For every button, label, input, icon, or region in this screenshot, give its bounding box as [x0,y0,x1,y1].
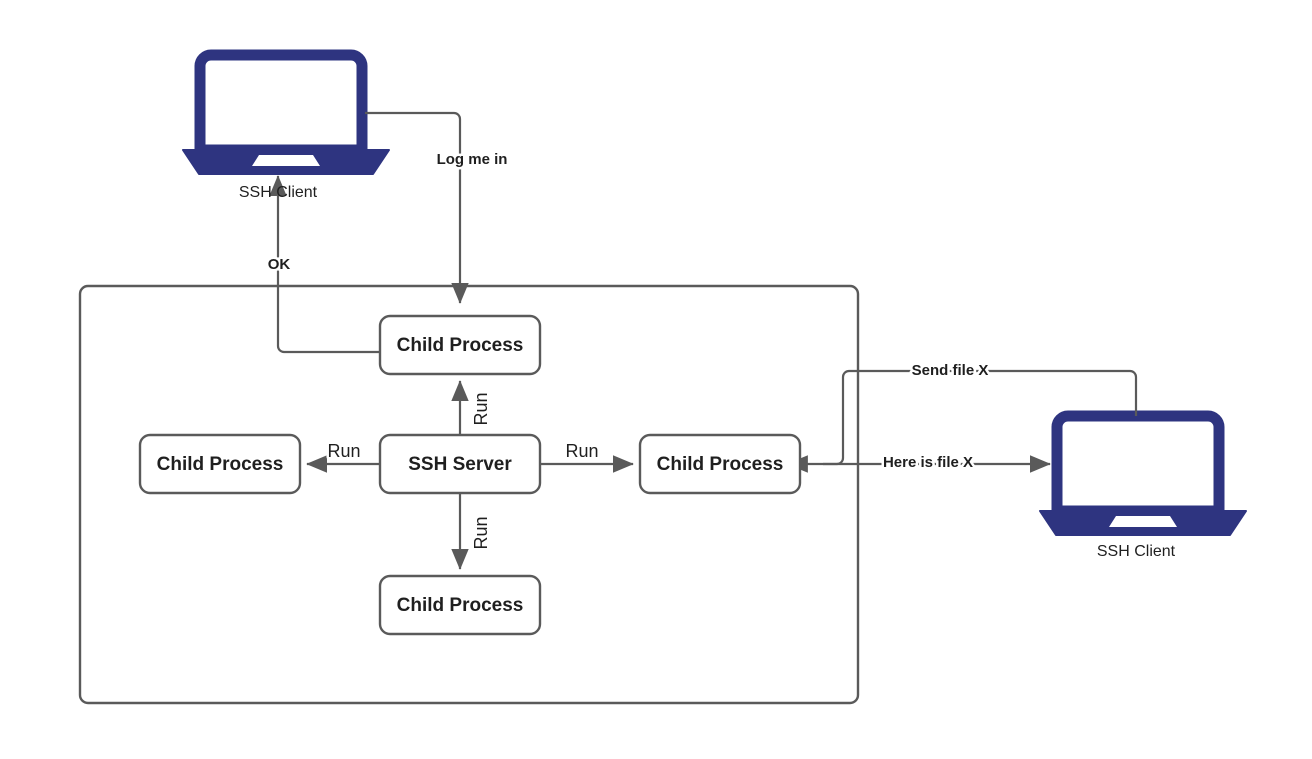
ssh-client-right-label: SSH Client [1097,543,1176,560]
node-ssh-server[interactable]: SSH Server [378,433,542,495]
edge-ok [269,175,380,354]
edge-label-here-is-file-x: Here is file X [883,454,973,471]
node-child-process-bottom[interactable]: Child Process [378,574,542,636]
ssh-client-left [182,49,390,175]
laptop-screen-left [194,49,368,156]
child-process-left-label: Child Process [157,454,284,475]
child-process-bottom-label: Child Process [397,595,524,616]
laptop-screen-right [1051,410,1225,517]
node-child-process-left[interactable]: Child Process [138,433,302,495]
edge-label-run-up: Run [471,392,491,425]
edge-log-me-in [365,111,469,304]
ssh-server-host-boundary [78,284,860,705]
edge-label-ok: OK [268,256,291,273]
node-child-process-right[interactable]: Child Process [638,433,802,495]
ssh-client-right [1039,410,1247,536]
child-process-bottom-box[interactable] [378,574,542,636]
edge-send-file-x [823,369,1138,466]
ssh-server-label: SSH Server [408,454,512,475]
laptop-trackpad-notch-left [252,155,320,166]
child-process-top-box[interactable] [378,314,542,376]
ssh-client-left-label: SSH Client [239,184,318,201]
child-process-top-label: Child Process [397,335,524,356]
edge-label-send-file-x: Send file X [912,362,989,379]
edge-label-run-left: Run [327,441,360,461]
laptop-trackpad-notch-right [1109,516,1177,527]
child-process-right-box[interactable] [638,433,802,495]
edge-label-run-down: Run [471,516,491,549]
ssh-server-box[interactable] [378,433,542,495]
child-process-right-label: Child Process [657,454,784,475]
edge-label-run-right: Run [565,441,598,461]
child-process-left-box[interactable] [138,433,302,495]
node-child-process-top[interactable]: Child Process [378,314,542,376]
edge-label-log-me-in: Log me in [437,151,508,168]
